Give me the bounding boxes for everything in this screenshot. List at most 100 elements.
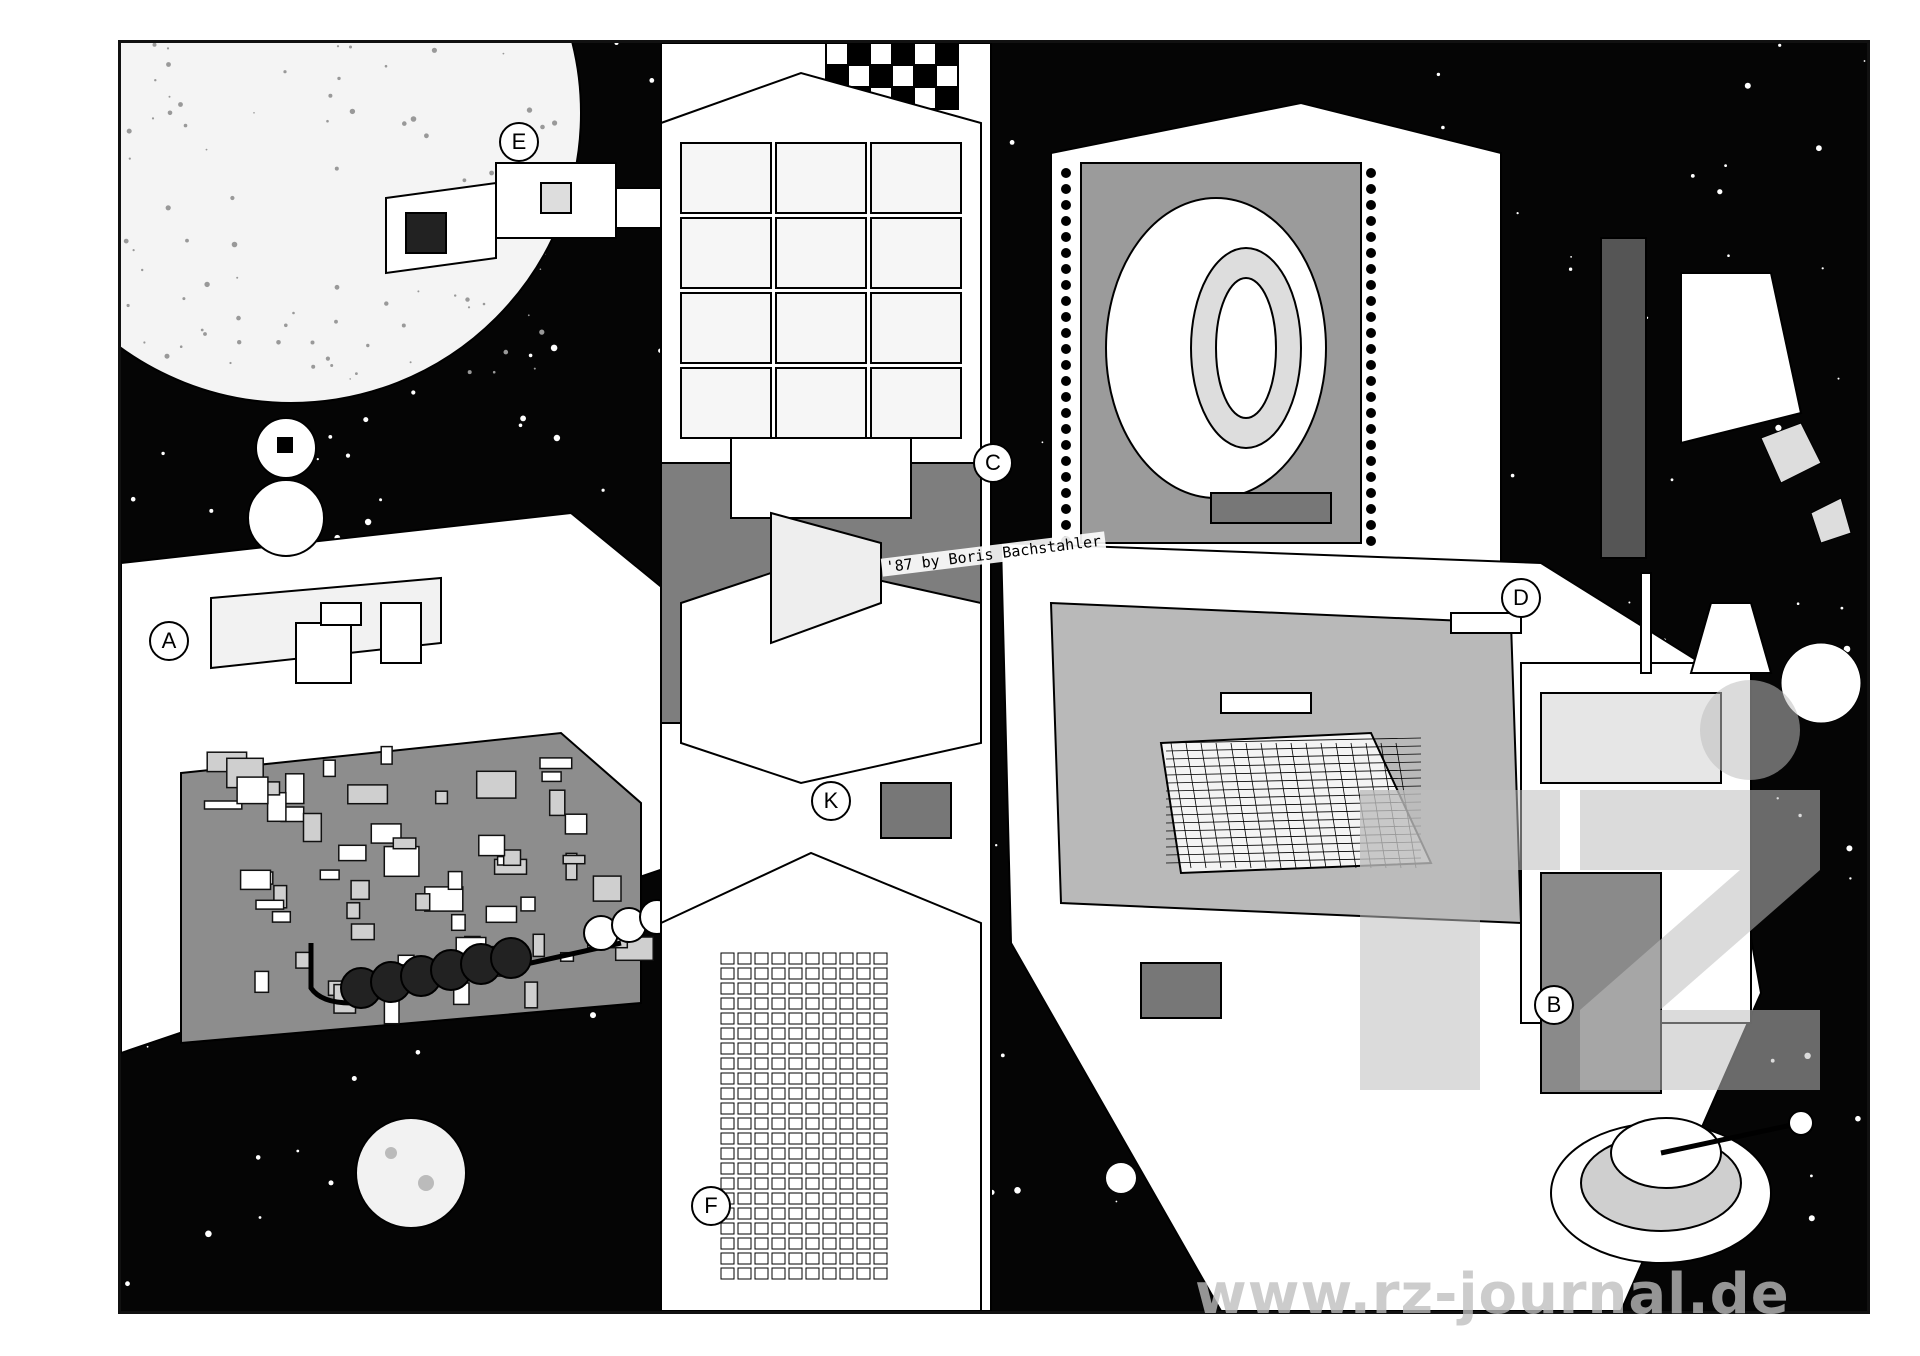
star bbox=[1727, 254, 1730, 257]
machinery-part bbox=[271, 910, 292, 923]
machinery-part bbox=[434, 790, 449, 805]
window bbox=[822, 1072, 837, 1085]
machinery-part bbox=[255, 899, 285, 910]
window bbox=[788, 1162, 803, 1175]
crater bbox=[465, 297, 470, 302]
window bbox=[856, 967, 871, 980]
machinery-part bbox=[592, 875, 622, 902]
crater bbox=[401, 323, 406, 328]
window bbox=[873, 1027, 888, 1040]
window bbox=[873, 1267, 888, 1280]
bolt bbox=[1061, 328, 1071, 338]
bolt bbox=[1366, 472, 1376, 482]
window bbox=[839, 1147, 854, 1160]
small-planet-3 bbox=[1780, 642, 1862, 724]
bolt bbox=[1366, 312, 1376, 322]
window bbox=[754, 1102, 769, 1115]
star bbox=[345, 453, 351, 458]
window bbox=[839, 1042, 854, 1055]
window bbox=[771, 1252, 786, 1265]
window bbox=[839, 1267, 854, 1280]
window bbox=[856, 982, 871, 995]
window bbox=[771, 1117, 786, 1130]
window bbox=[737, 1102, 752, 1115]
window bbox=[856, 997, 871, 1010]
bolt bbox=[1061, 344, 1071, 354]
window bbox=[754, 1072, 769, 1085]
window bbox=[788, 1132, 803, 1145]
crater bbox=[492, 370, 496, 374]
machinery-part bbox=[350, 879, 370, 901]
window bbox=[720, 1147, 735, 1160]
bolt bbox=[1366, 408, 1376, 418]
crater bbox=[410, 116, 417, 122]
window bbox=[754, 1027, 769, 1040]
star bbox=[550, 344, 558, 352]
crater bbox=[424, 133, 429, 139]
window bbox=[805, 1027, 820, 1040]
star bbox=[1014, 1187, 1021, 1194]
window bbox=[856, 1147, 871, 1160]
window bbox=[788, 1252, 803, 1265]
window bbox=[754, 952, 769, 965]
window bbox=[771, 1267, 786, 1280]
window bbox=[839, 1237, 854, 1250]
window bbox=[771, 967, 786, 980]
window bbox=[822, 1057, 837, 1070]
machinery-part bbox=[524, 981, 539, 1009]
bolt bbox=[1061, 232, 1071, 242]
machinery-part bbox=[548, 789, 566, 817]
window bbox=[771, 1162, 786, 1175]
bolt bbox=[1061, 488, 1071, 498]
window bbox=[788, 1222, 803, 1235]
machinery-part bbox=[475, 770, 517, 799]
window bbox=[737, 997, 752, 1010]
crater bbox=[276, 340, 281, 345]
crater bbox=[230, 195, 235, 201]
star bbox=[328, 1180, 334, 1186]
star bbox=[1855, 1115, 1861, 1122]
crater bbox=[349, 45, 352, 49]
window bbox=[737, 1117, 752, 1130]
window bbox=[839, 967, 854, 980]
bolt bbox=[1061, 312, 1071, 322]
window bbox=[737, 1147, 752, 1160]
crater bbox=[431, 47, 437, 53]
star bbox=[316, 458, 319, 461]
star bbox=[1778, 43, 1782, 47]
rz-logo-watermark bbox=[1360, 680, 1820, 1090]
crater bbox=[533, 367, 536, 370]
window bbox=[805, 1177, 820, 1190]
window bbox=[805, 1252, 820, 1265]
star bbox=[1628, 601, 1631, 604]
hub-junction bbox=[680, 511, 982, 785]
star bbox=[161, 451, 165, 456]
crater bbox=[141, 268, 144, 272]
window bbox=[805, 1207, 820, 1220]
star bbox=[1724, 164, 1727, 167]
window bbox=[822, 1177, 837, 1190]
bolt bbox=[1366, 424, 1376, 434]
star bbox=[518, 423, 523, 428]
window bbox=[856, 1057, 871, 1070]
star bbox=[1568, 267, 1573, 271]
bolt bbox=[1366, 360, 1376, 370]
star bbox=[209, 508, 214, 513]
window bbox=[856, 1087, 871, 1100]
crater bbox=[236, 276, 239, 279]
bolt bbox=[1366, 504, 1376, 514]
window bbox=[822, 1162, 837, 1175]
window bbox=[720, 1162, 735, 1175]
window bbox=[805, 1012, 820, 1025]
window bbox=[720, 1027, 735, 1040]
window bbox=[788, 1237, 803, 1250]
fuel-sphere bbox=[490, 937, 532, 979]
star bbox=[1000, 1053, 1005, 1058]
net-line bbox=[1200, 742, 1222, 869]
checker-tile bbox=[935, 86, 959, 110]
window bbox=[771, 1012, 786, 1025]
crater bbox=[539, 268, 542, 270]
crater bbox=[236, 315, 241, 321]
crater bbox=[151, 117, 155, 120]
